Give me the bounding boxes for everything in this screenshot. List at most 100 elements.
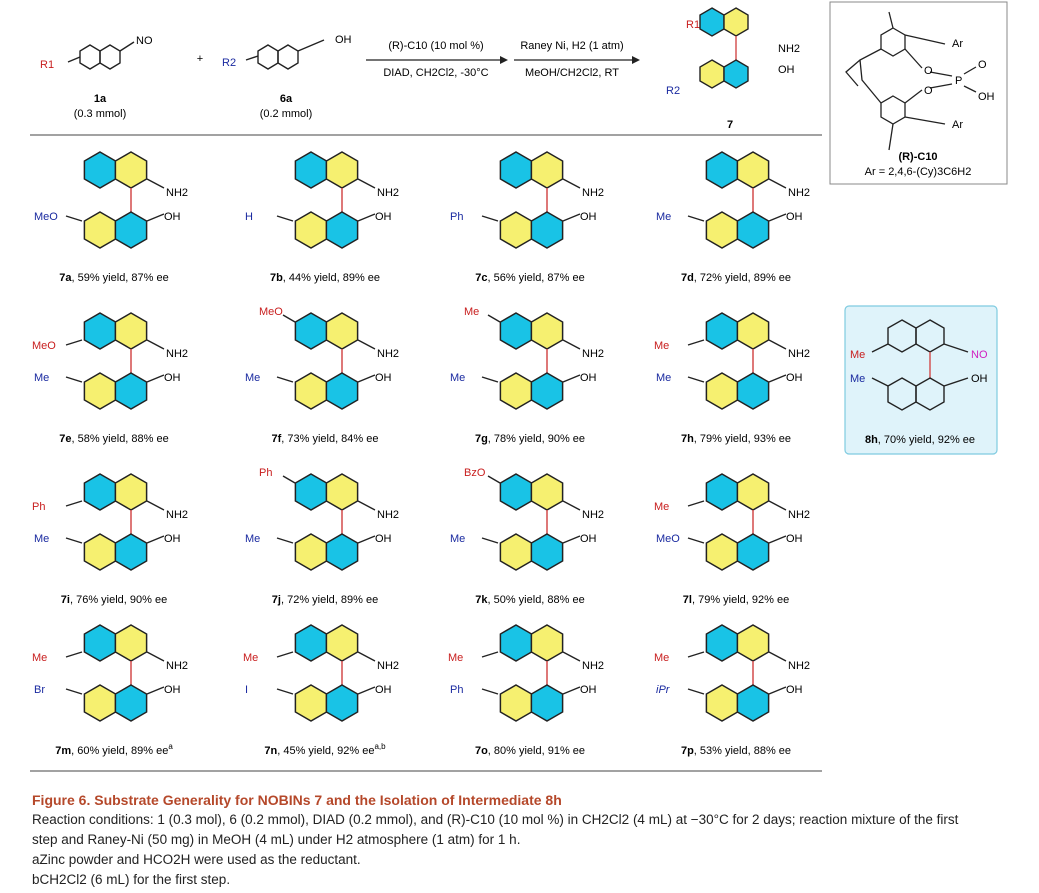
oh-bond	[357, 686, 376, 695]
oh-bond	[357, 213, 376, 222]
bottom-ring-b	[736, 372, 770, 410]
oh-label: OH	[375, 684, 392, 696]
mid-sub-bond	[687, 651, 705, 658]
nh2-label: NH2	[166, 509, 188, 521]
caption-footnote-a: aZinc powder and HCO2H were used as the …	[32, 852, 361, 867]
catalyst-name: (R)-C10	[898, 151, 937, 163]
compound-6a-amount: (0.2 mmol)	[260, 108, 313, 120]
r1-label: R1	[40, 59, 54, 71]
caption-line-2: step and Raney-Ni (50 mg) in MeOH (4 mL)…	[32, 832, 521, 847]
top-ring-b	[530, 473, 564, 511]
mid-substituent: Me	[243, 652, 258, 664]
nh2-label: NH2	[788, 348, 810, 360]
nh2-label: NH2	[166, 348, 188, 360]
top-ring-b	[736, 473, 770, 511]
bottom-substituent: Me	[450, 533, 465, 545]
top-ring-b	[530, 624, 564, 662]
bottom-sub-bond	[687, 688, 705, 695]
compound-label: 7f, 73% yield, 84% ee	[271, 433, 378, 445]
intermediate-no: NO	[971, 349, 988, 361]
top-ring-b	[736, 151, 770, 189]
nh2-label: NH2	[166, 660, 188, 672]
mid-substituent: MeO	[32, 340, 56, 352]
bottom-substituent: Ph	[450, 211, 463, 223]
bottom-ring-a	[294, 211, 328, 249]
top-ring-b	[114, 473, 148, 511]
top-ring-a	[294, 473, 328, 511]
bottom-ring-b	[114, 372, 148, 410]
top-ring-a	[499, 473, 533, 511]
bottom-sub-bond	[65, 537, 83, 544]
compound-label: 7o, 80% yield, 91% ee	[475, 745, 585, 757]
compound-label: 7c, 56% yield, 87% ee	[475, 272, 584, 284]
compound-6a-label: 6a	[280, 93, 293, 105]
mid-substituent: Ph	[32, 501, 45, 513]
oh-label: OH	[580, 684, 597, 696]
reagent-6a: R2 OH 6a (0.2 mmol)	[222, 34, 352, 120]
top-sub-bond	[487, 475, 501, 484]
nh2-label: NH2	[377, 187, 399, 199]
arrow-step-2: Raney Ni, H2 (1 atm) MeOH/CH2Cl2, RT	[514, 40, 640, 79]
oh-bond	[562, 374, 581, 383]
mid-substituent: Me	[654, 501, 669, 513]
oh-label: OH	[580, 211, 597, 223]
reagent-1a: R1 NO 1a (0.3 mmol)	[40, 35, 153, 120]
top-ring-a	[499, 312, 533, 350]
bottom-substituent: Me	[245, 372, 260, 384]
compound-label: 7g, 78% yield, 90% ee	[475, 433, 585, 445]
top-substituent: MeO	[259, 306, 283, 318]
oh-bond	[146, 213, 165, 222]
mid-substituent: Me	[32, 652, 47, 664]
nh2-label: NH2	[582, 509, 604, 521]
bottom-ring-b	[530, 211, 564, 249]
top-substituent: Me	[464, 306, 479, 318]
oh-label: OH	[164, 372, 181, 384]
bottom-ring-b	[530, 684, 564, 722]
bottom-sub-bond	[276, 688, 294, 695]
catalyst-structure: Ar Ar O O P O OH (R)-C10 Ar = 2,4,6-(Cy)…	[829, 1, 1008, 185]
nh2-bond	[562, 339, 581, 350]
compound-1a-label: 1a	[94, 93, 107, 105]
intermediate-label: 8h, 70% yield, 92% ee	[865, 434, 975, 446]
mid-sub-bond	[65, 339, 83, 346]
compound-label: 7i, 76% yield, 90% ee	[61, 594, 167, 606]
caption-footnote-b: bCH2Cl2 (6 mL) for the first step.	[32, 872, 231, 887]
oh-bond	[768, 374, 787, 383]
oh-bond	[562, 213, 581, 222]
bottom-sub-bond	[481, 537, 499, 544]
bottom-sub-bond	[687, 215, 705, 222]
bottom-substituent: Ph	[450, 684, 463, 696]
bottom-ring-b	[736, 684, 770, 722]
figure-caption: Figure 6. Substrate Generality for NOBIN…	[32, 790, 1022, 890]
bottom-substituent: MeO	[34, 211, 58, 223]
bottom-ring-b	[325, 533, 359, 571]
top-sub-bond	[282, 475, 296, 484]
top-ring-a	[705, 151, 739, 189]
top-ring-a	[294, 151, 328, 189]
compound-label: 7n, 45% yield, 92% eea,b	[264, 742, 386, 757]
step1-conditions: DIAD, CH2Cl2, -30°C	[383, 67, 488, 79]
oh-label: OH	[786, 372, 803, 384]
bottom-ring-a	[705, 372, 739, 410]
bottom-ring-a	[83, 684, 117, 722]
bottom-ring-b	[736, 211, 770, 249]
intermediate-bot-sub: Me	[850, 373, 865, 385]
catalyst-aryl-definition: Ar = 2,4,6-(Cy)3C6H2	[865, 166, 972, 178]
oh-bond	[357, 535, 376, 544]
oh-label: OH	[164, 211, 181, 223]
nh2-bond	[146, 651, 165, 662]
top-ring-b	[530, 151, 564, 189]
mid-sub-bond	[65, 500, 83, 507]
oh-bond	[562, 686, 581, 695]
bottom-ring-b	[114, 533, 148, 571]
bottom-substituent: Me	[245, 533, 260, 545]
top-ring-b	[114, 312, 148, 350]
nh2-bond	[357, 178, 376, 189]
mid-sub-bond	[276, 651, 294, 658]
compound-label: 7m, 60% yield, 89% eea	[55, 742, 173, 757]
top-ring-b	[325, 624, 359, 662]
bottom-ring-b	[114, 684, 148, 722]
top-ring-b	[736, 624, 770, 662]
